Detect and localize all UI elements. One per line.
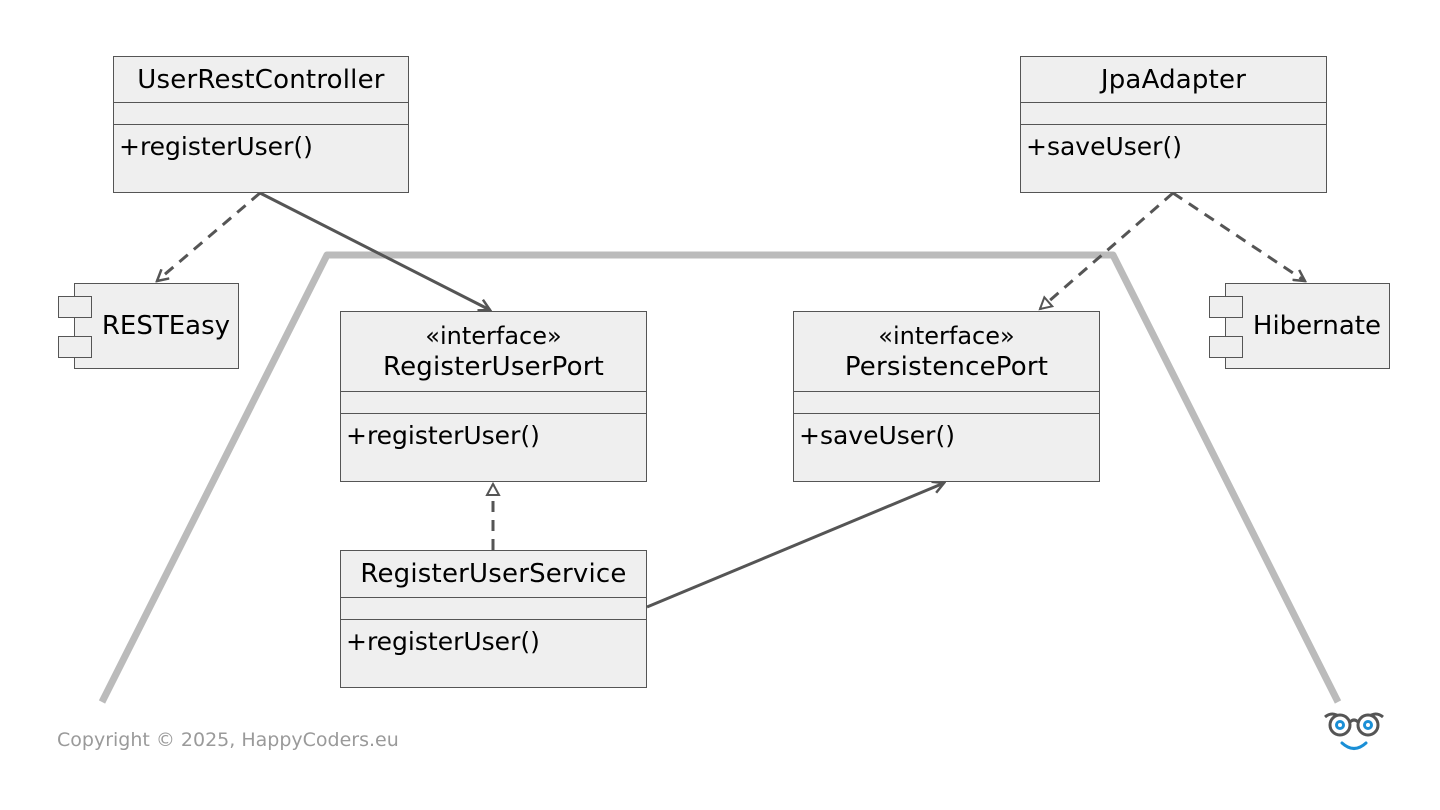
edge-controller-to-registeruserport bbox=[259, 191, 490, 310]
operation: +saveUser() bbox=[1026, 132, 1182, 161]
stereotype: «interface» bbox=[878, 321, 1015, 350]
component-tab-icon bbox=[58, 336, 92, 358]
happycoders-glasses-icon bbox=[1324, 712, 1384, 750]
stereotype: «interface» bbox=[425, 321, 562, 350]
interface-persistence-port: «interface» PersistencePort +saveUser() bbox=[793, 311, 1100, 482]
class-jpa-adapter: JpaAdapter +saveUser() bbox=[1020, 56, 1327, 193]
class-name: PersistencePort bbox=[844, 351, 1049, 382]
attributes-compartment bbox=[114, 103, 408, 125]
component-label: Hibernate bbox=[1252, 311, 1381, 341]
attributes-compartment bbox=[794, 392, 1099, 414]
attributes-compartment bbox=[341, 598, 646, 620]
class-user-rest-controller: UserRestController +registerUser() bbox=[113, 56, 409, 193]
application-core-boundary bbox=[98, 251, 1342, 704]
component-tab-icon bbox=[1209, 336, 1243, 358]
component-resteasy: RESTEasy bbox=[58, 283, 239, 369]
edge-jpaadapter-to-hibernate bbox=[1172, 191, 1305, 281]
class-name: RegisterUserService bbox=[360, 559, 627, 589]
operation: +saveUser() bbox=[799, 421, 955, 450]
component-tab-icon bbox=[1209, 296, 1243, 318]
attributes-compartment bbox=[1021, 103, 1326, 125]
operation: +registerUser() bbox=[346, 421, 540, 450]
class-register-user-service: RegisterUserService +registerUser() bbox=[340, 550, 647, 688]
copyright-text: Copyright © 2025, HappyCoders.eu bbox=[57, 729, 399, 751]
edge-controller-to-resteasy bbox=[157, 191, 261, 281]
class-header: «interface» PersistencePort bbox=[794, 312, 1099, 392]
class-name: UserRestController bbox=[137, 64, 385, 95]
operation: +registerUser() bbox=[119, 132, 313, 161]
attributes-compartment bbox=[341, 392, 646, 414]
edge-jpaadapter-to-persistenceport bbox=[1038, 191, 1174, 311]
class-header: JpaAdapter bbox=[1021, 57, 1326, 103]
component-tab-icon bbox=[58, 296, 92, 318]
class-name: JpaAdapter bbox=[1100, 64, 1247, 95]
component-label: RESTEasy bbox=[101, 311, 230, 341]
class-header: RegisterUserService bbox=[341, 551, 646, 598]
operation: +registerUser() bbox=[346, 627, 540, 656]
class-header: UserRestController bbox=[114, 57, 408, 103]
class-name: RegisterUserPort bbox=[382, 351, 605, 382]
edge-service-to-persistenceport bbox=[646, 483, 944, 609]
interface-register-user-port: «interface» RegisterUserPort +registerUs… bbox=[340, 311, 647, 482]
class-header: «interface» RegisterUserPort bbox=[341, 312, 646, 392]
component-hibernate: Hibernate bbox=[1209, 283, 1390, 369]
